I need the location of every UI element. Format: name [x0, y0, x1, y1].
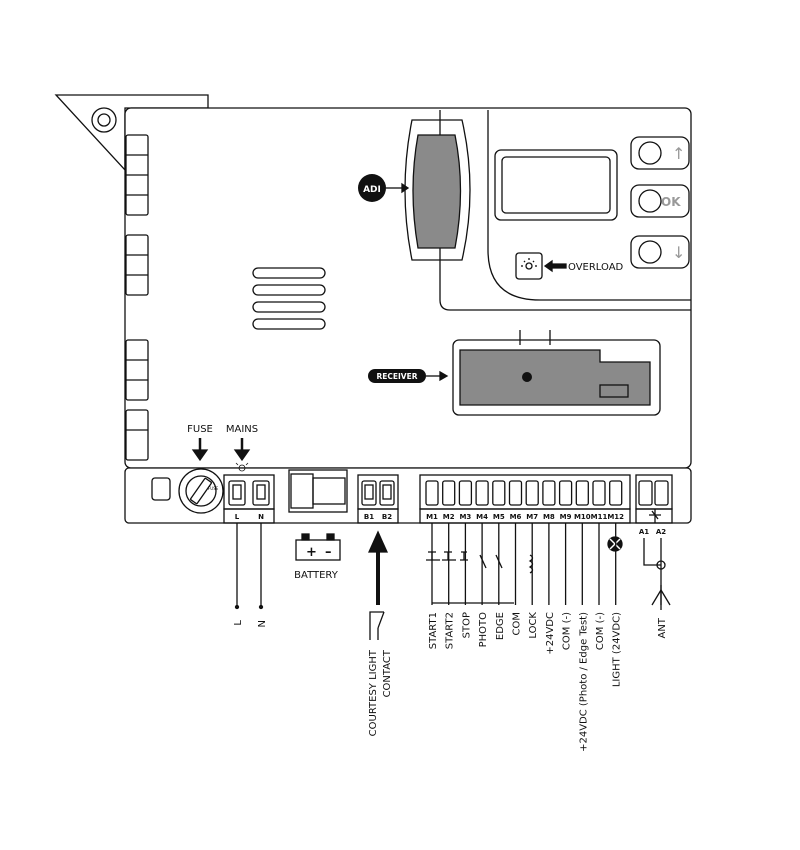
terminal-slot-m6 — [508, 480, 523, 506]
button-down[interactable]: ↓ — [630, 235, 690, 269]
receiver-label: RECEIVER — [376, 372, 417, 381]
receiver-badge: RECEIVER — [368, 369, 449, 383]
terminal-m1-label: M1 — [426, 513, 438, 521]
arrow-up-icon: ↑ — [672, 144, 685, 163]
wire-label-m9: COM (-) — [562, 612, 573, 650]
terminal-m5-label: M5 — [493, 513, 505, 521]
board-outline — [124, 107, 692, 469]
antenna-icon — [651, 585, 671, 610]
arrow-down-icon: ↓ — [672, 243, 685, 262]
adi-slot — [404, 119, 471, 261]
battery-connector — [288, 469, 348, 513]
button-ok[interactable]: OK — [630, 184, 690, 218]
wire-l-label: L — [233, 620, 244, 626]
wire-label-m11: COM (-) — [595, 612, 606, 650]
mains-arrow — [233, 438, 251, 462]
mains-led-icon — [235, 462, 249, 472]
contact-label: CONTACT — [382, 649, 393, 697]
fuse-label: FUSE — [187, 424, 213, 435]
fuse-mark: FUSE — [208, 486, 219, 491]
fuse-holder: FUSE — [151, 468, 224, 514]
terminal-slot-m9 — [558, 480, 573, 506]
terminal-m8-label: M8 — [543, 513, 555, 521]
side-ribs — [125, 134, 149, 461]
terminal-slot-m2 — [442, 480, 456, 506]
battery-minus: – — [325, 545, 332, 560]
battery-plus: + — [306, 545, 317, 560]
terminal-slot-m10 — [575, 480, 589, 506]
wire-label-m1: START1 — [428, 612, 439, 649]
receiver-module — [452, 330, 661, 416]
terminal-a1-label: A1 — [639, 528, 649, 536]
adi-label: ADI — [363, 185, 381, 195]
wire-label-m3: STOP — [461, 612, 472, 638]
wire-label-m4: PHOTO — [478, 612, 489, 648]
contact-symbol — [369, 611, 385, 640]
terminal-m3-label: M3 — [459, 513, 471, 521]
terminal-slot-m3 — [458, 480, 473, 506]
antenna-wiring — [643, 538, 666, 605]
wire-label-m2: START2 — [445, 612, 456, 649]
battery-icon: + – — [295, 533, 341, 561]
terminal-m6-label: M6 — [510, 513, 522, 521]
terminal-slot-m5 — [492, 480, 506, 506]
terminal-slot-m12 — [609, 480, 623, 506]
mains-label: MAINS — [226, 424, 258, 435]
terminal-slot-m8 — [542, 480, 556, 506]
terminal-l-label: L — [235, 513, 240, 521]
wire-label-m8: +24VDC — [545, 612, 556, 655]
ok-label: OK — [661, 195, 681, 209]
terminal-b1-label: B1 — [364, 513, 374, 521]
wire-label-m12: LIGHT (24VDC) — [612, 612, 623, 687]
antenna-terminal-block — [635, 474, 673, 524]
m-wiring-symbols — [426, 536, 623, 604]
mains-wires — [234, 523, 264, 610]
battery-label: BATTERY — [294, 570, 339, 581]
mains-terminal-block — [223, 474, 275, 524]
vent-slots — [252, 267, 326, 330]
wire-ant-label: ANT — [657, 617, 668, 638]
terminal-n-label: N — [258, 513, 264, 521]
terminal-m9-label: M9 — [560, 513, 572, 521]
terminal-slot-m7 — [525, 480, 539, 506]
m-terminal-block — [419, 474, 631, 524]
terminal-slot-m11 — [592, 480, 606, 506]
control-panel — [439, 110, 691, 311]
terminal-slot-m1 — [425, 480, 439, 506]
terminal-m11-label: M11 — [591, 513, 608, 521]
courtesy-light-arrow — [367, 530, 389, 605]
button-up[interactable]: ↑ — [630, 136, 690, 170]
fuse-arrow — [191, 438, 209, 462]
terminal-m7-label: M7 — [526, 513, 538, 521]
terminal-b2-label: B2 — [382, 513, 392, 521]
terminal-m2-label: M2 — [443, 513, 455, 521]
courtesy-light-terminal-block — [357, 474, 399, 524]
overload-led: OVERLOAD — [515, 252, 624, 280]
terminal-slot-m4 — [475, 480, 489, 506]
wire-label-m6: COM — [512, 612, 523, 635]
overload-label: OVERLOAD — [568, 262, 624, 273]
terminal-a2-label: A2 — [656, 528, 666, 536]
wire-label-m7: LOCK — [528, 612, 539, 639]
courtesy-light-label: COURTESY LIGHT — [368, 649, 379, 736]
wire-label-m5: EDGE — [495, 612, 506, 640]
wire-label-m10: +24VDC (Photo / Edge Test) — [578, 612, 589, 752]
adi-badge: ADI — [358, 174, 410, 202]
terminal-m4-label: M4 — [476, 513, 488, 521]
terminal-m10-label: M10 — [574, 513, 591, 521]
terminal-m12-label: M12 — [607, 513, 624, 521]
led-icon — [525, 262, 533, 270]
wire-n-label: N — [257, 620, 268, 627]
